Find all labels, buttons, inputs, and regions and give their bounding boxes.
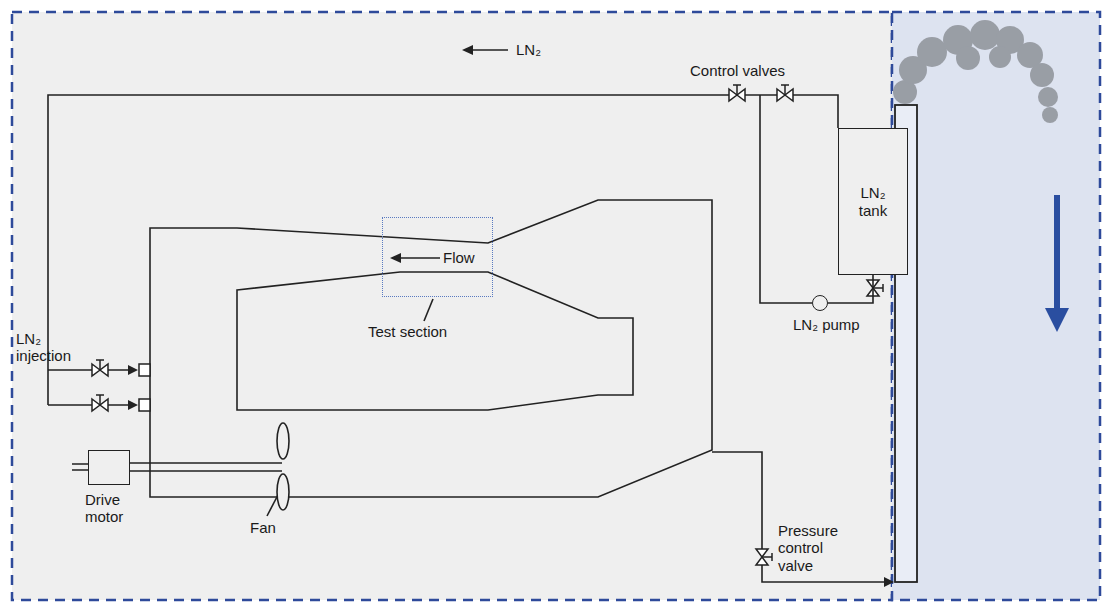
flow-label: LN₂: [516, 41, 541, 58]
motor-box: Drive motor: [88, 450, 130, 485]
pump-circle: LN₂ pump: [812, 295, 828, 311]
fan-blade: [277, 423, 289, 459]
node-text: Flow: [443, 249, 475, 266]
control-valve: [777, 85, 793, 101]
pump-line: [760, 95, 812, 303]
exhaust-plume: [893, 20, 1058, 123]
direction-arrow: [470, 49, 508, 51]
control-valve: [729, 85, 745, 101]
injection-valve: [92, 395, 108, 411]
node-text: LN₂ tank: [845, 184, 901, 219]
leader-line: [424, 299, 433, 321]
tank-box: LN₂ tank: [838, 128, 908, 275]
arrow-head: [1045, 308, 1069, 332]
exhaust-pipe: [712, 452, 886, 582]
downdraft-arrow: [1054, 195, 1060, 310]
part-label: LN₂ injection: [16, 330, 96, 365]
part-label: Control valves: [690, 62, 785, 79]
test-section-box: Flow: [382, 217, 493, 297]
tunnel-inner-wall: [237, 272, 633, 410]
arrow-head: [390, 253, 401, 263]
pipe-connector: [828, 275, 873, 303]
pressure-control-valve: [756, 549, 772, 565]
part-label: Pressure control valve: [778, 522, 850, 574]
node-text: Drive motor: [85, 491, 141, 526]
injection-nozzle: [139, 364, 150, 376]
part-label: Test section: [368, 323, 447, 340]
part-label: Fan: [250, 519, 276, 536]
node-text: LN₂ pump: [793, 316, 860, 333]
tunnel-outer-wall: [150, 200, 712, 497]
ln2-line: [48, 95, 838, 405]
injection-valve: [92, 360, 108, 376]
arrow-head: [884, 577, 894, 587]
arrow-head: [462, 45, 473, 55]
fan-blade: [277, 474, 289, 510]
injection-line: [48, 370, 132, 405]
arrow-head: [128, 365, 138, 410]
tank-valve: [867, 280, 883, 296]
flow-arrow: [398, 257, 440, 259]
exhaust-panel: [892, 12, 1100, 600]
plant-panel: [12, 12, 892, 600]
injection-nozzle: [139, 399, 150, 411]
